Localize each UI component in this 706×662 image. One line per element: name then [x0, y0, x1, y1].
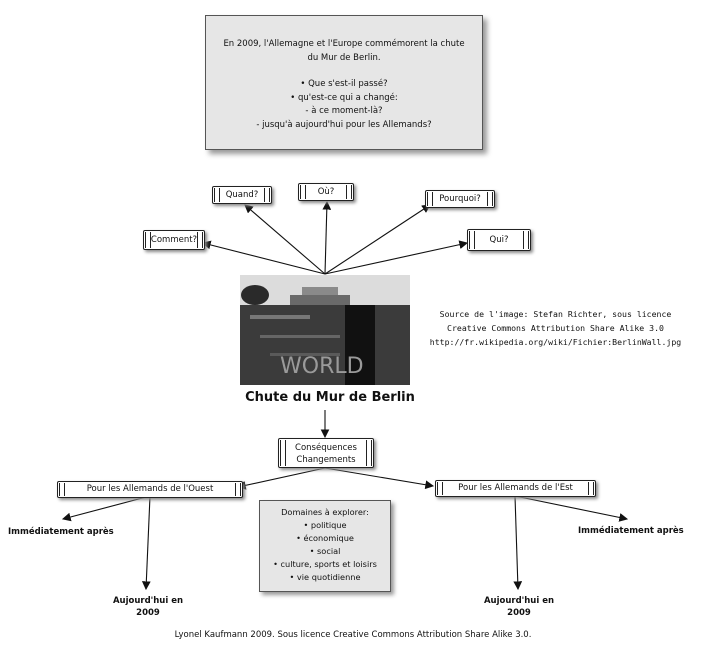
domains-box: Domaines à explorer: • politique • écono…: [259, 500, 391, 592]
intro-line-2: du Mur de Berlin.: [307, 52, 381, 63]
aujourdhui-right-line-2: 2009: [507, 608, 531, 618]
arrow-to-pourquoi: [324, 204, 431, 275]
arrow-to-ou: [322, 200, 332, 275]
arrow-to-ouest: [236, 467, 326, 490]
consequences-line-2: Changements: [296, 455, 356, 465]
intro-line-1: En 2009, l'Allemagne et l'Europe commémo…: [223, 39, 465, 49]
central-title: Chute du Mur de Berlin: [245, 390, 415, 405]
berlin-wall-photo-drawing: WORLD: [240, 275, 410, 385]
consequences-line-1: Conséquences: [295, 443, 357, 453]
question-ou: Où?: [298, 183, 354, 201]
arrow-ouest-immediat: [61, 495, 151, 522]
arrow-to-est: [324, 467, 435, 490]
photo-graffiti-text: WORLD: [280, 354, 364, 379]
ouest-box: Pour les Allemands de l'Ouest: [57, 481, 243, 498]
question-comment: Comment?: [143, 230, 205, 250]
arrow-to-qui: [324, 240, 469, 275]
est-box: Pour les Allemands de l'Est: [435, 480, 596, 497]
footer-license: Lyonel Kaufmann 2009. Sous licence Creat…: [174, 630, 532, 640]
intro-bullet-1: • Que s'est-il passé?: [300, 79, 388, 89]
arrow-est-immediat: [514, 495, 629, 522]
image-source-credit: Source de l'image: Stefan Richter, sous …: [423, 307, 688, 349]
immediat-left-label: Immédiatement après: [8, 527, 114, 537]
domain-item: • social: [309, 546, 341, 556]
consequences-box: Conséquences Changements: [278, 438, 374, 468]
intro-box: En 2009, l'Allemagne et l'Europe commémo…: [205, 15, 483, 150]
question-qui: Qui?: [467, 229, 531, 251]
question-pourquoi: Pourquoi?: [425, 190, 495, 208]
source-line-1: Source de l'image: Stefan Richter, sous …: [439, 309, 672, 319]
arrow-to-comment: [201, 240, 326, 275]
intro-bullet-3: - à ce moment-là?: [305, 106, 383, 116]
arrow-ouest-aujourdhui: [141, 495, 151, 591]
domain-item: • vie quotidienne: [289, 572, 361, 582]
immediat-right-label: Immédiatement après: [578, 526, 684, 536]
aujourdhui-right-line-1: Aujourd'hui en: [483, 596, 555, 606]
aujourdhui-right-label: Aujourd'hui en 2009: [479, 595, 559, 619]
berlin-wall-photo: WORLD: [240, 275, 410, 385]
aujourdhui-left-line-2: 2009: [136, 608, 160, 618]
domains-title: Domaines à explorer:: [281, 507, 369, 517]
aujourdhui-left-label: Aujourd'hui en 2009: [108, 595, 188, 619]
arrow-to-quand: [244, 204, 326, 275]
domain-item: • économique: [296, 533, 354, 543]
intro-bullet-4: - jusqu'à aujourd'hui pour les Allemands…: [256, 119, 432, 130]
intro-bullet-2: • qu'est-ce qui a changé:: [290, 92, 398, 103]
domain-item: • politique: [303, 520, 347, 530]
question-quand: Quand?: [212, 186, 272, 204]
domain-item: • culture, sports et loisirs: [273, 559, 377, 569]
aujourdhui-left-line-1: Aujourd'hui en: [112, 596, 184, 606]
source-line-3: http://fr.wikipedia.org/wiki/Fichier:Ber…: [429, 337, 682, 347]
arrow-est-aujourdhui: [513, 495, 523, 591]
source-line-2: Creative Commons Attribution Share Alike…: [447, 323, 664, 333]
